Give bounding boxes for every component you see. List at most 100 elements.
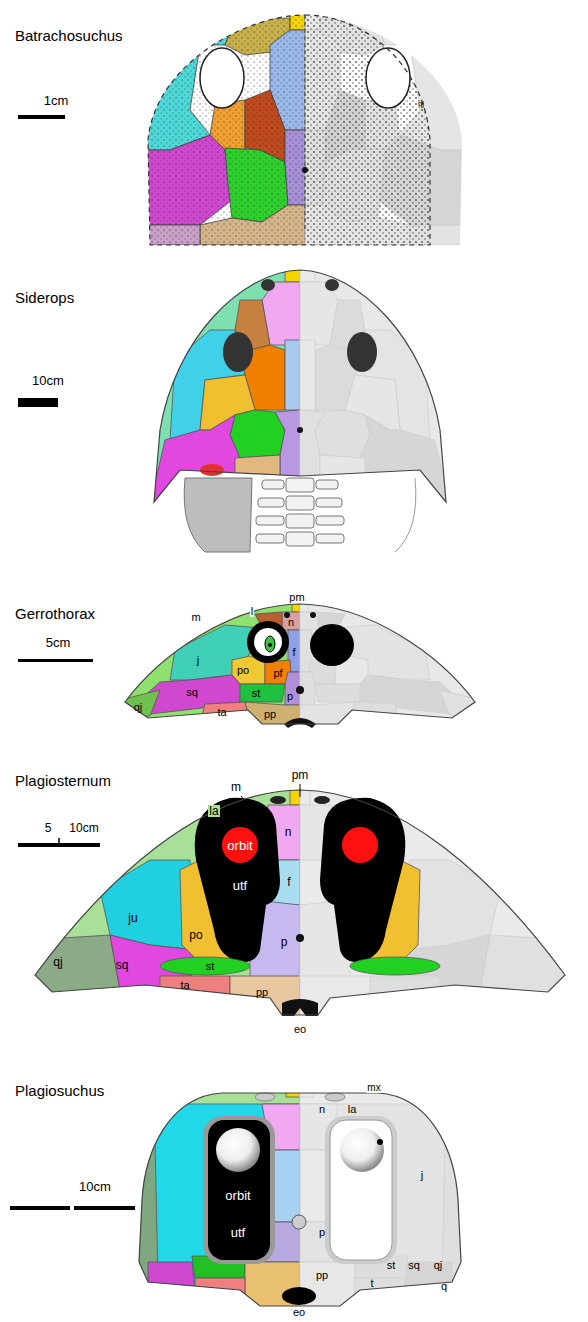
skull-part <box>150 415 240 505</box>
skull-part <box>256 516 284 525</box>
scale-label: 5 <box>45 822 52 834</box>
bone-label: n <box>288 617 294 628</box>
taxon-name: Batrachosuchus <box>15 28 123 43</box>
skull-part <box>265 636 275 652</box>
skull-part <box>223 332 253 372</box>
skull-part <box>262 480 284 489</box>
skull-part <box>135 1088 300 1310</box>
bone-label: st <box>206 961 215 972</box>
skull-part <box>256 534 284 543</box>
skull-part <box>300 785 570 1020</box>
skull-part <box>325 1093 345 1101</box>
bone-label: eo <box>293 1307 305 1318</box>
skull-part <box>270 796 286 804</box>
bone-label: st <box>387 1260 396 1271</box>
skull-part <box>203 1116 275 1264</box>
skull-part <box>342 827 378 863</box>
bone-label: pp <box>264 709 276 720</box>
skull-part <box>30 785 300 1020</box>
skull-part <box>216 1128 260 1172</box>
skull-part <box>130 1086 300 1310</box>
skull-part <box>241 796 248 805</box>
bone-label: ta <box>180 980 189 991</box>
skull-part <box>230 410 285 458</box>
skull-part <box>296 934 304 942</box>
bone-label: p <box>319 1227 325 1238</box>
bone-label: la <box>208 805 219 817</box>
taxon-name: Gerrothorax <box>15 606 95 621</box>
skull-part <box>350 957 440 975</box>
skull-part <box>300 600 480 726</box>
skull-part <box>139 1093 461 1306</box>
skull-part <box>35 790 565 1015</box>
skull-part <box>255 1093 275 1101</box>
skull-part <box>377 1139 383 1145</box>
opening-label: orbit <box>225 1189 250 1202</box>
skull-part <box>160 976 230 994</box>
bone-label: qj <box>53 956 62 968</box>
scale-label: 10cm <box>32 374 64 387</box>
bone-label: p <box>287 691 293 702</box>
scale-label: 1cm <box>44 94 69 107</box>
bone-label: p <box>281 936 288 948</box>
skull-part <box>300 1086 470 1310</box>
opening-label: orbit <box>227 839 252 852</box>
opening-label: utf <box>233 879 247 892</box>
skull-part <box>148 15 430 245</box>
skull-part <box>261 279 275 291</box>
skull-part <box>184 478 252 552</box>
skull-part <box>320 798 405 962</box>
scale-label: 10cm <box>79 1180 111 1193</box>
skull-part <box>282 999 318 1016</box>
skull-part <box>316 534 344 543</box>
bone-label: l <box>250 606 254 617</box>
skull-part <box>300 260 460 505</box>
bone-label: pp <box>256 987 268 998</box>
scale-tick <box>58 838 60 847</box>
skull-part <box>282 1287 316 1305</box>
bone-label: j <box>197 655 199 666</box>
scale-bar <box>18 659 93 662</box>
skull-part <box>300 784 301 797</box>
skull-part <box>282 612 300 630</box>
skull-part <box>286 496 314 510</box>
bone-label: t <box>370 1278 373 1289</box>
skull-part <box>305 10 435 250</box>
plagiosuchus-skull <box>130 1086 470 1310</box>
skull-part <box>154 270 446 502</box>
skull-part <box>296 686 304 694</box>
skull-part <box>302 167 308 173</box>
bone-label: qj <box>418 100 424 108</box>
bone-label: ju <box>128 912 137 924</box>
bone-label: n <box>285 826 292 838</box>
skull-part <box>247 621 289 663</box>
skull-part <box>200 464 224 476</box>
skull-part <box>135 1282 195 1300</box>
skull-part <box>310 612 316 618</box>
skull-part <box>297 427 303 433</box>
skull-part <box>160 957 250 975</box>
siderops-skull <box>140 260 460 552</box>
bone-label: m <box>191 612 200 623</box>
skull-part <box>366 48 410 108</box>
skull-part <box>125 604 475 724</box>
bone-label: sq <box>116 959 129 971</box>
bone-label: pm <box>292 769 309 781</box>
skull-part <box>286 514 314 528</box>
skull-part <box>140 260 300 505</box>
scale-label: 5cm <box>46 636 71 649</box>
skull-part <box>256 478 344 546</box>
skull-part <box>310 624 354 666</box>
scale-bar <box>18 115 65 119</box>
bone-label: eo <box>294 1024 306 1035</box>
skull-part <box>130 1140 158 1282</box>
skull-part <box>284 718 316 728</box>
skull-part <box>150 1086 300 1104</box>
skull-part <box>235 455 300 490</box>
bone-label: qj <box>134 702 143 713</box>
skull-part <box>120 600 300 726</box>
skull-part <box>286 478 314 492</box>
skull-part <box>290 785 300 805</box>
scale-bar <box>10 1206 70 1210</box>
